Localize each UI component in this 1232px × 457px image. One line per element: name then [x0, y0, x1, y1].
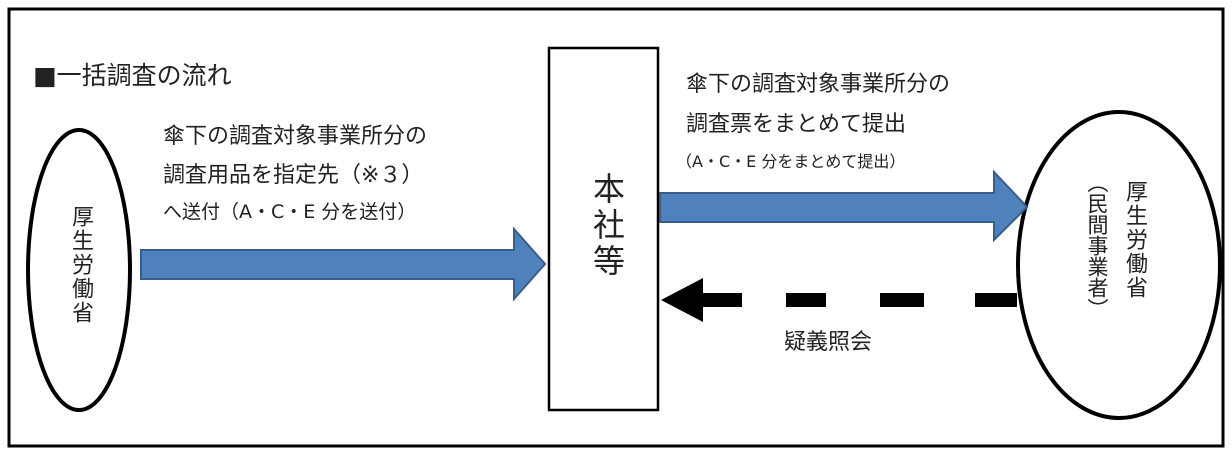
- send-text-line-3: へ送付（A・C・E 分を送付）: [163, 201, 417, 223]
- inquiry-dashed-arrow: [661, 278, 1017, 322]
- submit-note: （A・C・E 分をまとめて提出）: [676, 152, 906, 171]
- dash: [700, 293, 742, 307]
- submit-text-line-1: 傘下の調査対象事業所分の: [686, 72, 951, 97]
- inquiry-arrowhead: [661, 278, 703, 322]
- inquiry-label: 疑義照会: [784, 330, 873, 355]
- dash: [880, 293, 924, 307]
- send-text-line-2: 調査用品を指定先（※３）: [163, 163, 424, 188]
- dash: [786, 293, 826, 307]
- submit-text-line-2: 調査票をまとめて提出: [686, 112, 907, 137]
- left-ellipse: [26, 128, 132, 412]
- left-node-label: 厚生労働省: [68, 205, 93, 325]
- send-text-line-1: 傘下の調査対象事業所分の: [163, 124, 428, 149]
- right-ellipse: [1016, 110, 1222, 420]
- send-arrow: [140, 226, 547, 302]
- right-node-label: 厚生労働省: [1122, 180, 1147, 300]
- center-box: [547, 46, 660, 412]
- outer-frame: [7, 7, 1225, 448]
- right-node-sublabel: （民間事業者）: [1085, 172, 1109, 319]
- center-node-label: 本社等: [588, 172, 626, 280]
- submit-arrow: [659, 169, 1029, 243]
- dash: [975, 293, 1017, 307]
- diagram-title: ■一括調査の流れ: [33, 61, 232, 90]
